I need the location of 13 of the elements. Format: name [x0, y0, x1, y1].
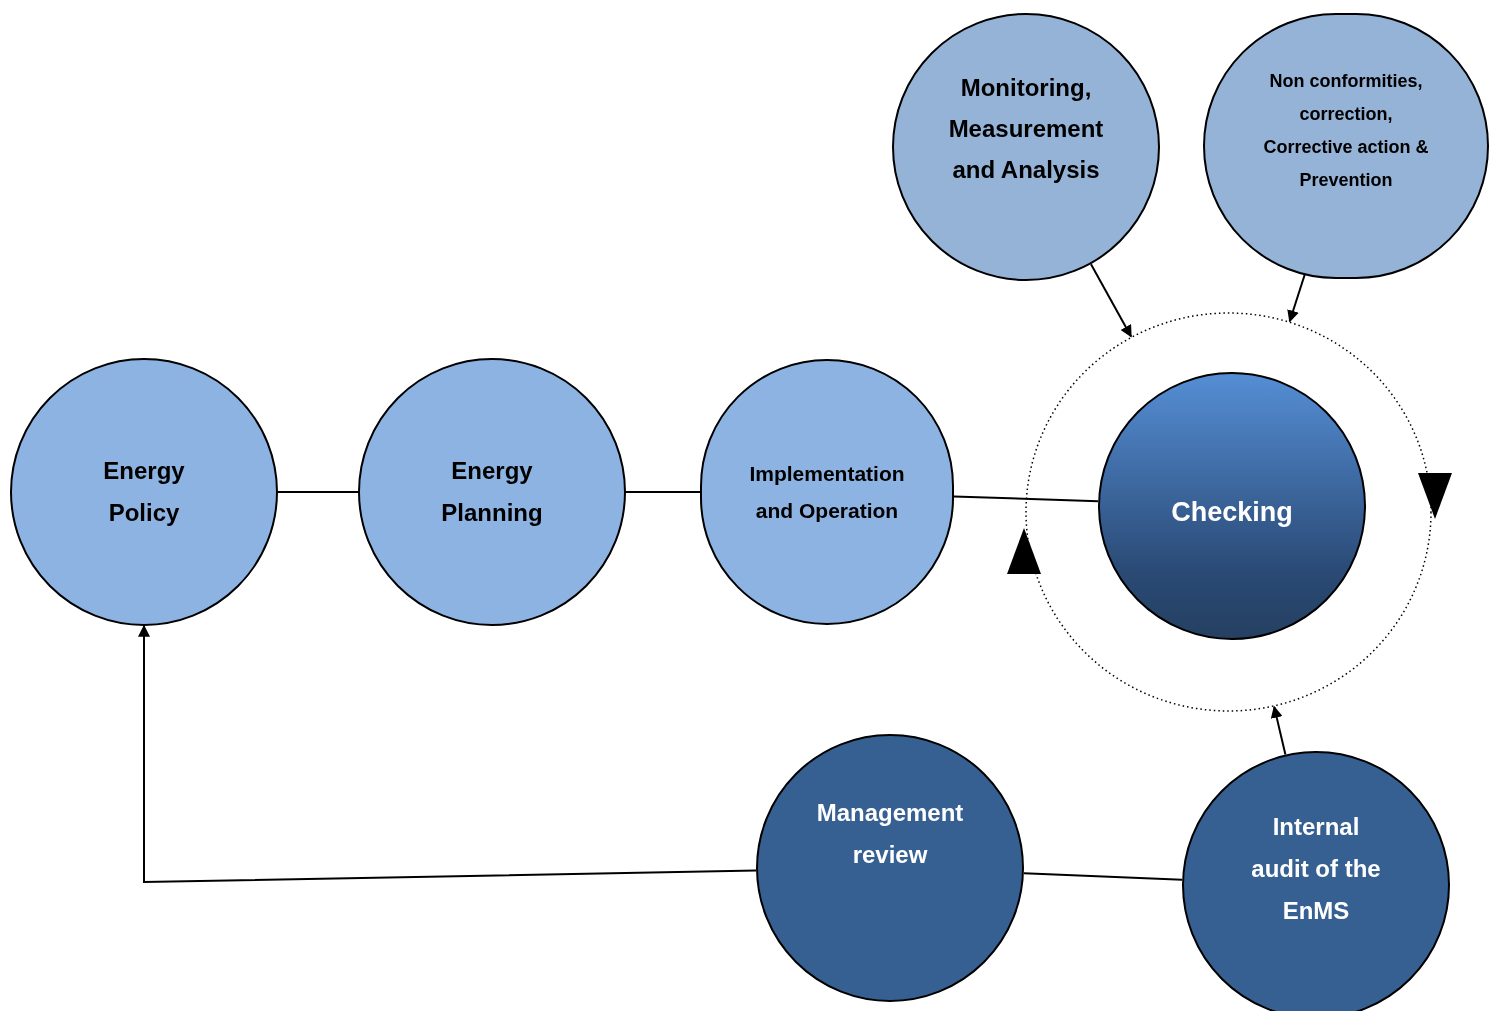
- dotted-ring: [1025, 312, 1432, 712]
- connector-line: [625, 491, 701, 493]
- node-label: Non conformities, correction, Corrective action & Prevention: [1262, 70, 1430, 192]
- node-label: Implementation and Operation: [748, 461, 906, 524]
- arrow: [138, 624, 757, 883]
- node-label: Monitoring, Measurement and Analysis: [947, 72, 1105, 185]
- node-label: Internal audit of the EnMS: [1250, 812, 1382, 926]
- node-label: Energy Planning: [440, 456, 544, 528]
- node-label: Energy Policy: [102, 456, 186, 528]
- arrow: [1090, 263, 1133, 338]
- node-label: Checking: [1170, 496, 1294, 529]
- node-label: Management review: [815, 798, 965, 870]
- connector-line: [277, 491, 359, 493]
